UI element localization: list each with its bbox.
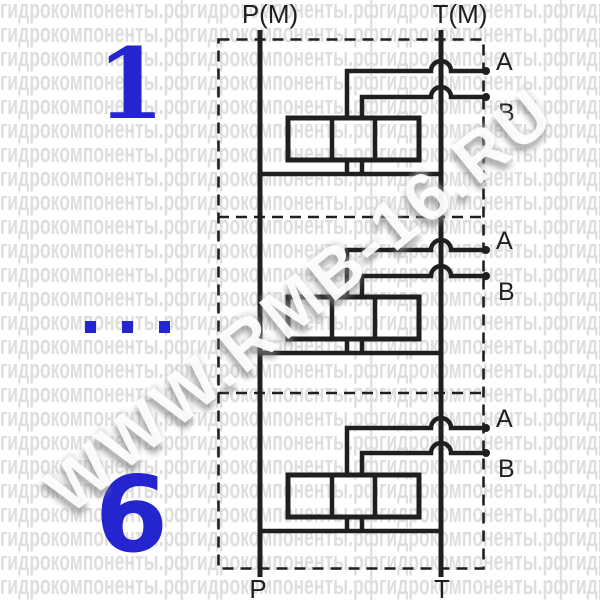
valve-section-middle: A B	[260, 227, 515, 356]
port-a-label: A	[496, 405, 513, 433]
port-a-dot	[482, 424, 490, 432]
ellipsis-dot	[85, 321, 96, 333]
ellipsis-dot	[159, 321, 170, 333]
p-bottom-label: P	[249, 574, 266, 600]
port-a-line	[344, 58, 486, 118]
port-b-label: B	[498, 278, 515, 306]
port-b-dot	[482, 272, 490, 280]
section-number-first: 1	[97, 27, 165, 141]
ellipsis-dot	[122, 321, 133, 333]
spool-body	[285, 472, 422, 520]
port-b-line	[359, 263, 486, 297]
port-a-line	[344, 237, 486, 297]
valve-section-1: A B	[260, 48, 515, 177]
section-ellipsis	[85, 320, 196, 338]
port-b-line	[359, 440, 486, 475]
section-number-last: 6	[95, 454, 169, 576]
p-top-label: P(M)	[242, 0, 298, 29]
spool-body	[285, 294, 422, 342]
port-b-dot	[482, 93, 490, 101]
port-a-label: A	[496, 227, 513, 255]
port-a-dot	[482, 246, 490, 254]
valve-section-6: A B	[260, 405, 515, 534]
port-b-dot	[482, 449, 490, 457]
port-a-label: A	[496, 48, 513, 76]
port-b-line	[359, 84, 486, 118]
block-outline	[217, 38, 485, 570]
port-a-line	[344, 415, 486, 475]
t-bottom-label: T	[434, 574, 450, 600]
port-b-label: B	[498, 455, 515, 483]
port-a-dot	[482, 67, 490, 75]
spool-body	[285, 115, 422, 163]
port-b-label: B	[498, 99, 515, 127]
t-top-label: T(M)	[433, 0, 488, 29]
